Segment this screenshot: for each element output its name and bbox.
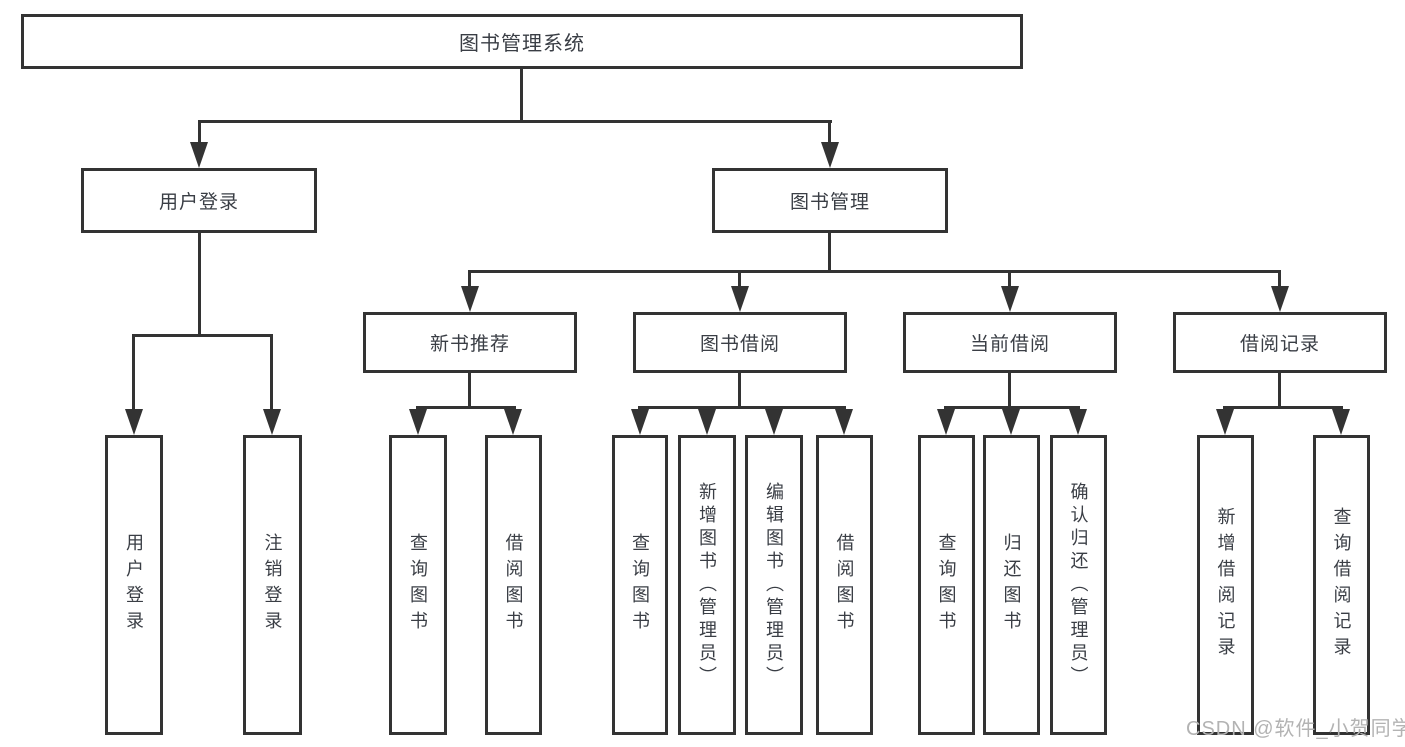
node-new-book-recommend: 新书推荐 — [363, 312, 577, 373]
arrow-down-icon — [765, 409, 783, 435]
connector-newbook-down — [468, 373, 471, 409]
arrow-down-icon — [190, 142, 208, 168]
leaf-edit-book-admin: 编辑图书（管理员） — [745, 435, 803, 735]
connector-level3-stem — [738, 270, 741, 288]
connector-currentborrow-bar — [944, 406, 1080, 409]
connector-bookborrow-bar — [638, 406, 846, 409]
connector-bookborrow-down — [738, 373, 741, 409]
arrow-down-icon — [1069, 409, 1087, 435]
connector-bookmgmt-stem — [828, 120, 831, 144]
connector-level3-bar — [468, 270, 1281, 273]
arrow-down-icon — [731, 286, 749, 312]
leaf-add-book-admin: 新增图书（管理员） — [678, 435, 736, 735]
connector-newbook-bar — [416, 406, 516, 409]
connector-level3-stem — [1278, 270, 1281, 288]
arrow-down-icon — [1332, 409, 1350, 435]
arrow-down-icon — [263, 409, 281, 435]
connector-leaf-stem — [270, 334, 273, 411]
arrow-down-icon — [461, 286, 479, 312]
leaf-confirm-return-admin: 确认归还（管理员） — [1050, 435, 1107, 735]
connector-bookmgmt-down — [828, 233, 831, 272]
leaf-return-book: 归还图书 — [983, 435, 1040, 735]
leaf-borrow-books: 借阅图书 — [816, 435, 873, 735]
connector-root-stem — [520, 69, 523, 121]
node-book-management: 图书管理 — [712, 168, 948, 233]
connector-userlogin-bar — [132, 334, 273, 337]
node-library-system: 图书管理系统 — [21, 14, 1023, 69]
arrow-down-icon — [1271, 286, 1289, 312]
connector-root-bar — [198, 120, 832, 123]
arrow-down-icon — [698, 409, 716, 435]
leaf-query-books-borrow: 查询图书 — [612, 435, 668, 735]
leaf-query-borrow-record: 查询借阅记录 — [1313, 435, 1370, 735]
connector-userlogin-stem — [198, 120, 201, 144]
node-borrow-records: 借阅记录 — [1173, 312, 1387, 373]
leaf-query-books-recommend: 查询图书 — [389, 435, 447, 735]
csdn-watermark: CSDN @软件_小贺同学 — [1186, 718, 1405, 740]
arrow-down-icon — [937, 409, 955, 435]
connector-level3-stem — [468, 270, 471, 288]
arrow-down-icon — [504, 409, 522, 435]
node-user-login: 用户登录 — [81, 168, 317, 233]
arrow-down-icon — [821, 142, 839, 168]
leaf-query-books-current: 查询图书 — [918, 435, 975, 735]
node-current-borrowing: 当前借阅 — [903, 312, 1117, 373]
connector-currentborrow-down — [1008, 373, 1011, 409]
connector-leaf-stem — [132, 334, 135, 411]
arrow-down-icon — [125, 409, 143, 435]
connector-level3-stem — [1008, 270, 1011, 288]
node-book-borrowing: 图书借阅 — [633, 312, 847, 373]
connector-userlogin-down — [198, 233, 201, 336]
arrow-down-icon — [835, 409, 853, 435]
leaf-user-login: 用户登录 — [105, 435, 163, 735]
arrow-down-icon — [1002, 409, 1020, 435]
leaf-borrow-books-recommend: 借阅图书 — [485, 435, 542, 735]
leaf-logout: 注销登录 — [243, 435, 302, 735]
arrow-down-icon — [1216, 409, 1234, 435]
arrow-down-icon — [409, 409, 427, 435]
arrow-down-icon — [631, 409, 649, 435]
arrow-down-icon — [1001, 286, 1019, 312]
connector-records-down — [1278, 373, 1281, 409]
connector-records-bar — [1223, 406, 1343, 409]
leaf-add-borrow-record: 新增借阅记录 — [1197, 435, 1254, 735]
